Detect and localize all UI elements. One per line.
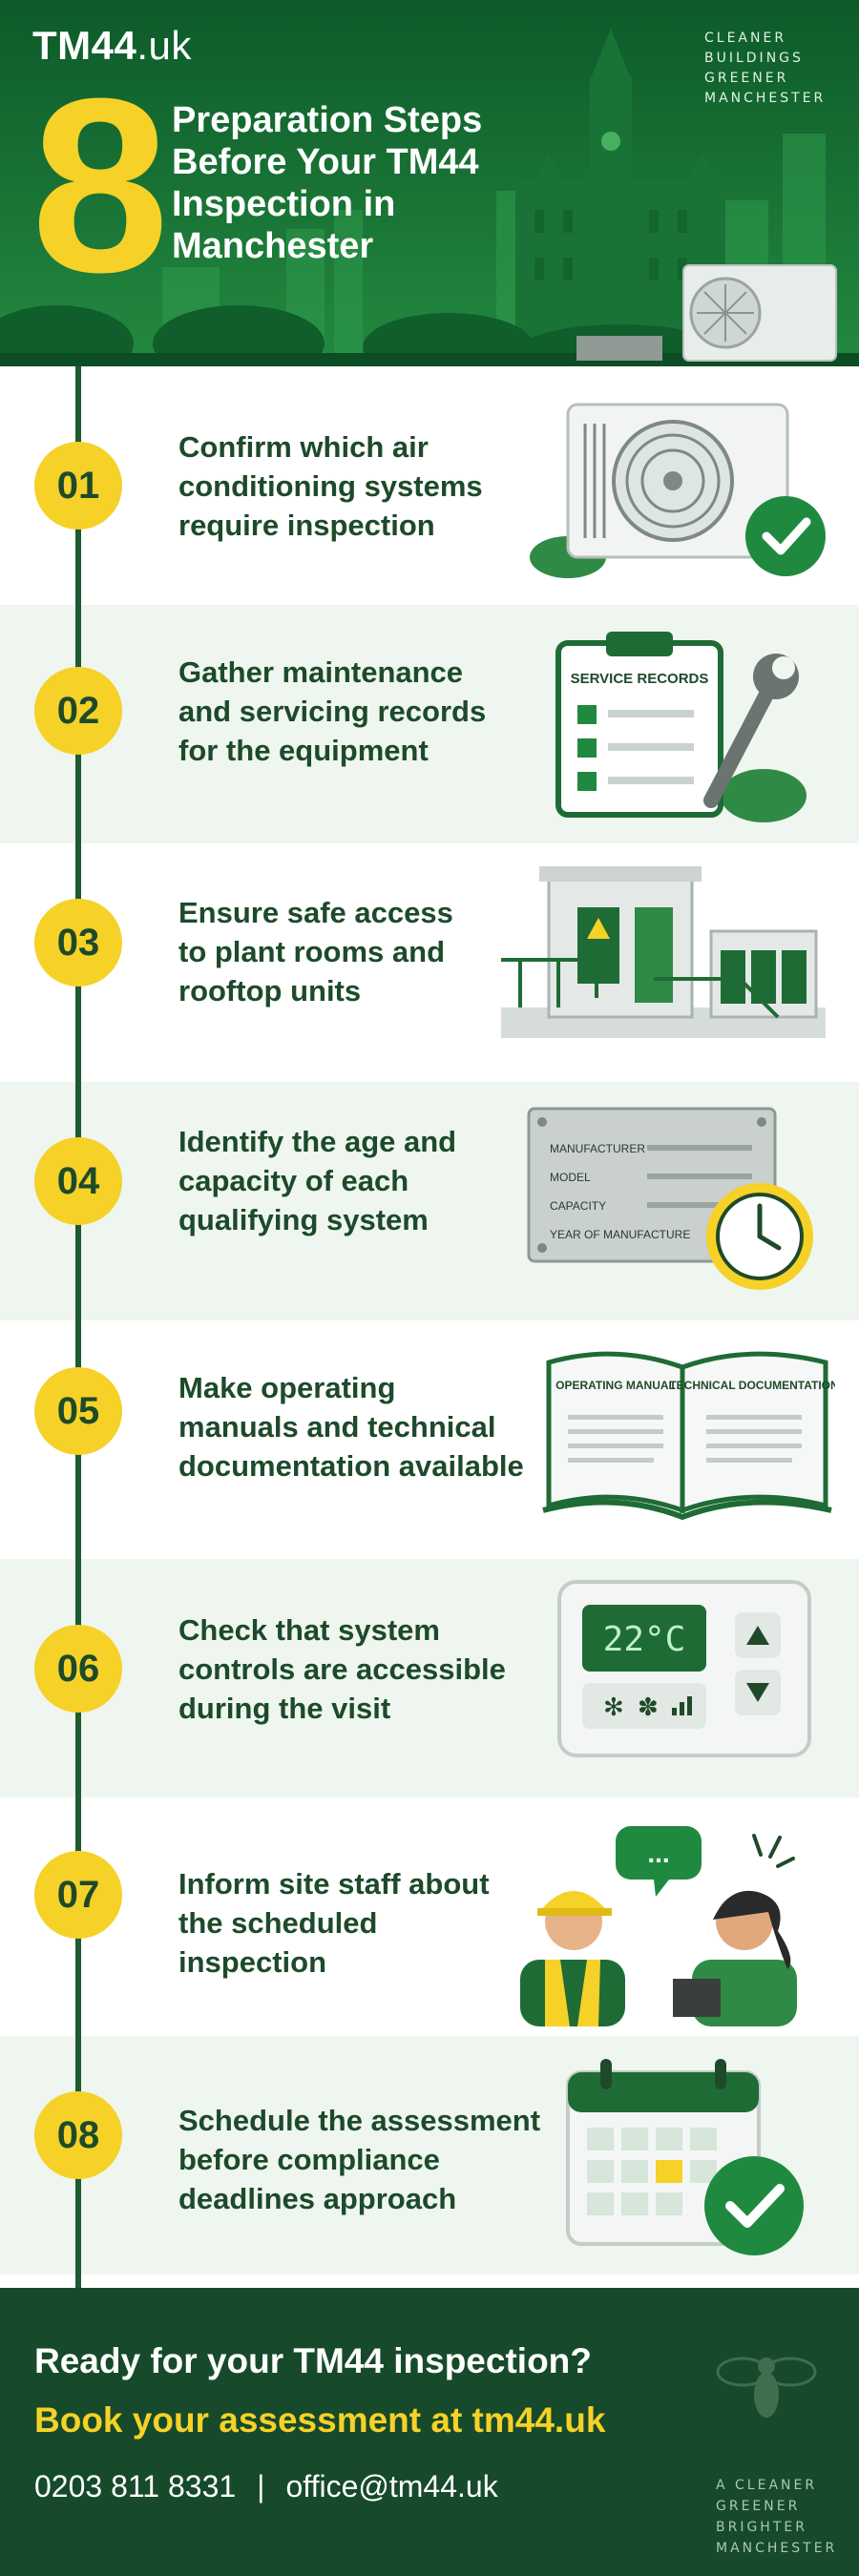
speech-bubble-icon: ... bbox=[616, 1826, 702, 1897]
svg-text:22°C: 22°C bbox=[603, 1620, 686, 1659]
clipboard-icon: SERVICE RECORDS bbox=[555, 632, 807, 822]
step-number-badge: 07 bbox=[34, 1851, 122, 1939]
svg-text:MANUFACTURER: MANUFACTURER bbox=[550, 1142, 645, 1155]
svg-text:CAPACITY: CAPACITY bbox=[550, 1199, 606, 1213]
svg-text:8: 8 bbox=[31, 69, 170, 288]
svg-text:MODEL: MODEL bbox=[550, 1171, 591, 1184]
people-icon: ... bbox=[520, 1826, 797, 2026]
checkmark-icon bbox=[745, 496, 826, 576]
header-banner: TM44.uk CLEANER BUILDINGS GREENER MANCHE… bbox=[0, 0, 859, 366]
checkmark-icon bbox=[704, 2156, 804, 2255]
plant-room-icon bbox=[501, 866, 826, 1038]
step-number-badge: 04 bbox=[34, 1137, 122, 1225]
wrench-icon bbox=[703, 654, 799, 808]
footer-tagline: A CLEANER GREENER BRIGHTER MANCHESTER bbox=[716, 2478, 838, 2556]
step-number-badge: 03 bbox=[34, 899, 122, 987]
svg-text:TECHNICAL DOCUMENTATION: TECHNICAL DOCUMENTATION bbox=[669, 1379, 835, 1392]
header-tagline: CLEANER BUILDINGS GREENER MANCHESTER bbox=[704, 31, 827, 106]
step-number-badge: 02 bbox=[34, 667, 122, 755]
fan-icon: ✽ bbox=[638, 1693, 659, 1722]
timeline-line bbox=[75, 366, 81, 2288]
page-title: Preparation Steps Before Your TM44 Inspe… bbox=[172, 100, 483, 266]
step-number-badge: 05 bbox=[34, 1367, 122, 1455]
email-address[interactable]: office@tm44.uk bbox=[285, 2469, 498, 2503]
rooftop-ac-unit-icon bbox=[576, 264, 837, 362]
arrow-up-icon bbox=[746, 1626, 769, 1645]
svg-text:OPERATING MANUAL: OPERATING MANUAL bbox=[555, 1379, 676, 1392]
arrow-down-icon bbox=[746, 1683, 769, 1702]
warning-icon bbox=[587, 918, 610, 939]
thermostat-icon: 22°C ✻ ✽ bbox=[557, 1580, 811, 1757]
svg-text:SERVICE RECORDS: SERVICE RECORDS bbox=[571, 671, 709, 687]
svg-text:YEAR OF MANUFACTURE: YEAR OF MANUFACTURE bbox=[550, 1228, 690, 1241]
book-icon: OPERATING MANUAL TECHNICAL DOCUMENTATION bbox=[542, 1351, 835, 1521]
svg-text:...: ... bbox=[647, 1839, 669, 1868]
ac-unit-icon bbox=[530, 403, 826, 578]
calendar-icon bbox=[566, 2059, 804, 2255]
booking-link[interactable]: Book your assessment at tm44.uk bbox=[34, 2400, 606, 2440]
footer-cta: Ready for your TM44 inspection? Book you… bbox=[0, 2288, 859, 2576]
big-number-eight: 8 bbox=[31, 69, 170, 288]
footer-question: Ready for your TM44 inspection? bbox=[34, 2341, 592, 2380]
brand-logo[interactable]: TM44.uk bbox=[32, 23, 192, 68]
bee-icon bbox=[716, 2357, 817, 2418]
step-number-badge: 06 bbox=[34, 1625, 122, 1713]
manchester-skyline-illustration bbox=[0, 0, 859, 366]
contact-line: 0203 811 8331|office@tm44.uk bbox=[34, 2469, 498, 2503]
snowflake-icon: ✻ bbox=[603, 1693, 624, 1722]
step-number-badge: 01 bbox=[34, 442, 122, 530]
signal-icon bbox=[672, 1696, 692, 1715]
phone-number[interactable]: 0203 811 8331 bbox=[34, 2469, 237, 2503]
nameplate-icon: MANUFACTURER MODEL CAPACITY YEAR OF MANU… bbox=[527, 1107, 813, 1290]
clock-icon bbox=[706, 1183, 813, 1290]
step-number-badge: 08 bbox=[34, 2091, 122, 2179]
